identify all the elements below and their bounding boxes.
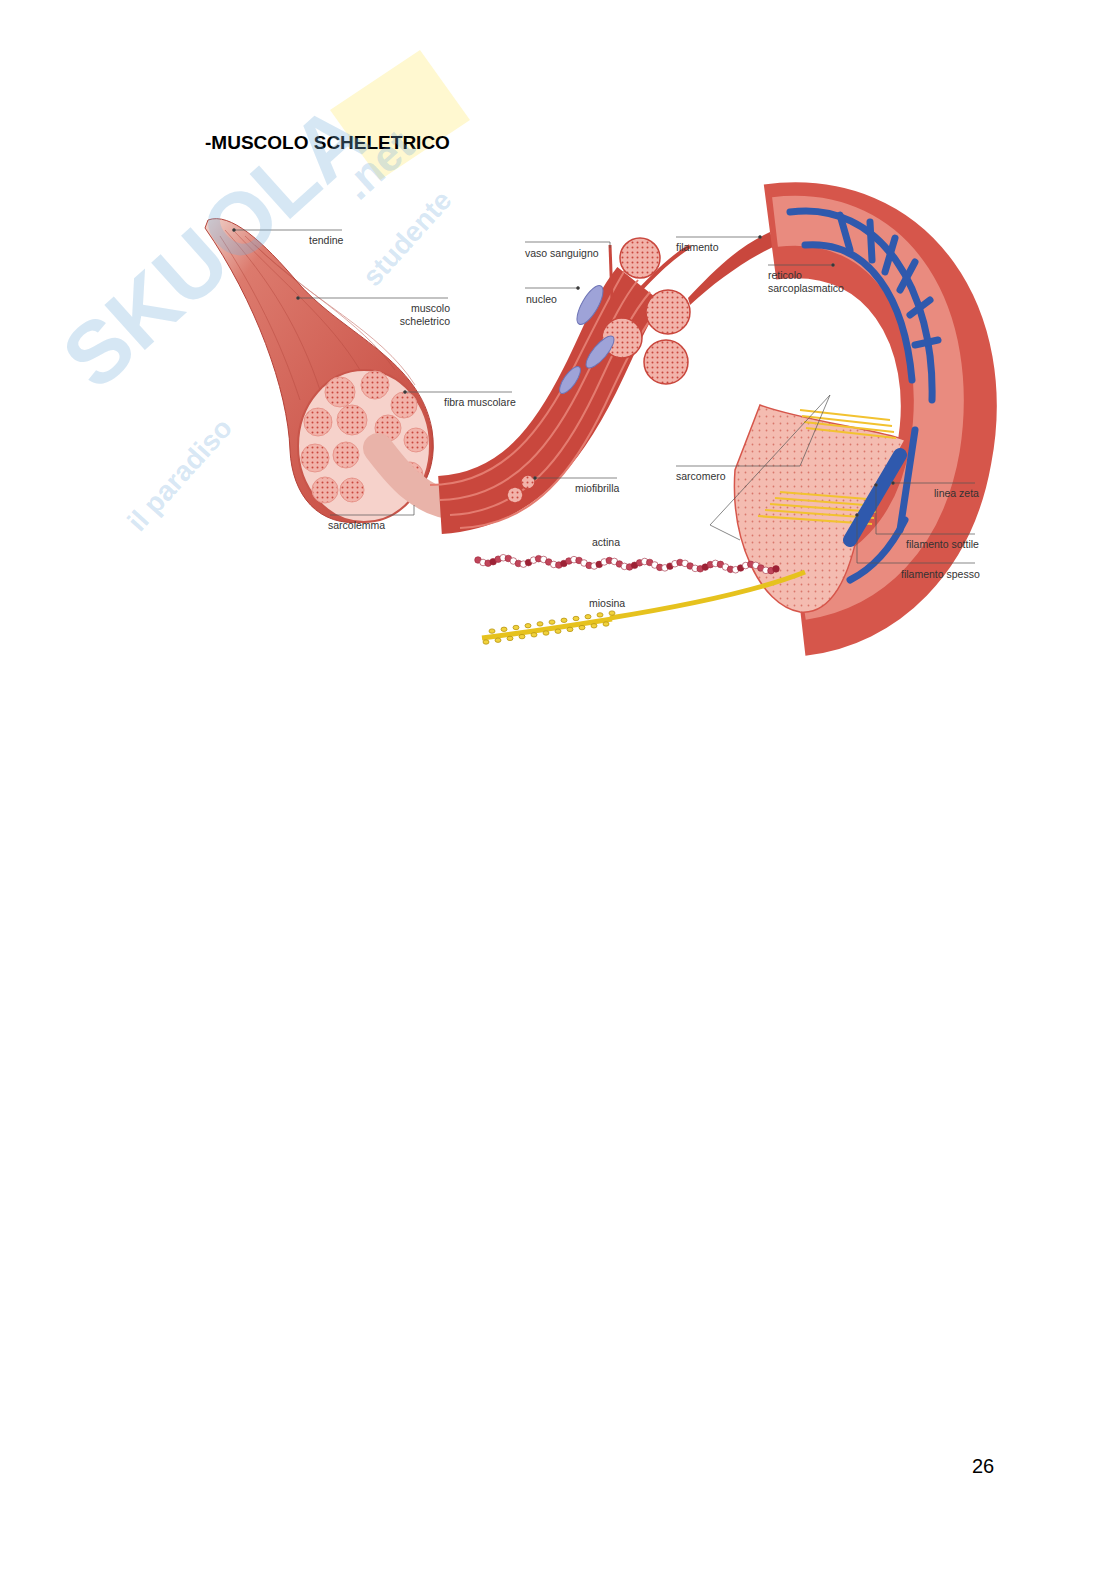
part-label: miofibrilla [575, 482, 619, 495]
part-label: sarcolemma [328, 519, 385, 532]
watermark-text: il paradiso [120, 411, 240, 538]
part-label: miosina [589, 597, 625, 610]
part-label: linea zeta [934, 487, 979, 500]
part-label: filamento [676, 241, 719, 254]
part-label: sarcomero [676, 470, 726, 483]
page-number: 26 [972, 1454, 994, 1479]
part-label: nucleo [526, 293, 557, 306]
part-label: reticolo sarcoplasmatico [768, 269, 860, 295]
part-label: vaso sanguigno [525, 247, 599, 260]
part-label: fibra muscolare [444, 396, 516, 409]
part-label: muscolo scheletrico [398, 302, 450, 328]
part-label: actina [592, 536, 620, 549]
part-label: filamento sottile [906, 538, 979, 551]
part-label: tendine [309, 234, 343, 247]
part-label: filamento spesso [901, 568, 980, 581]
